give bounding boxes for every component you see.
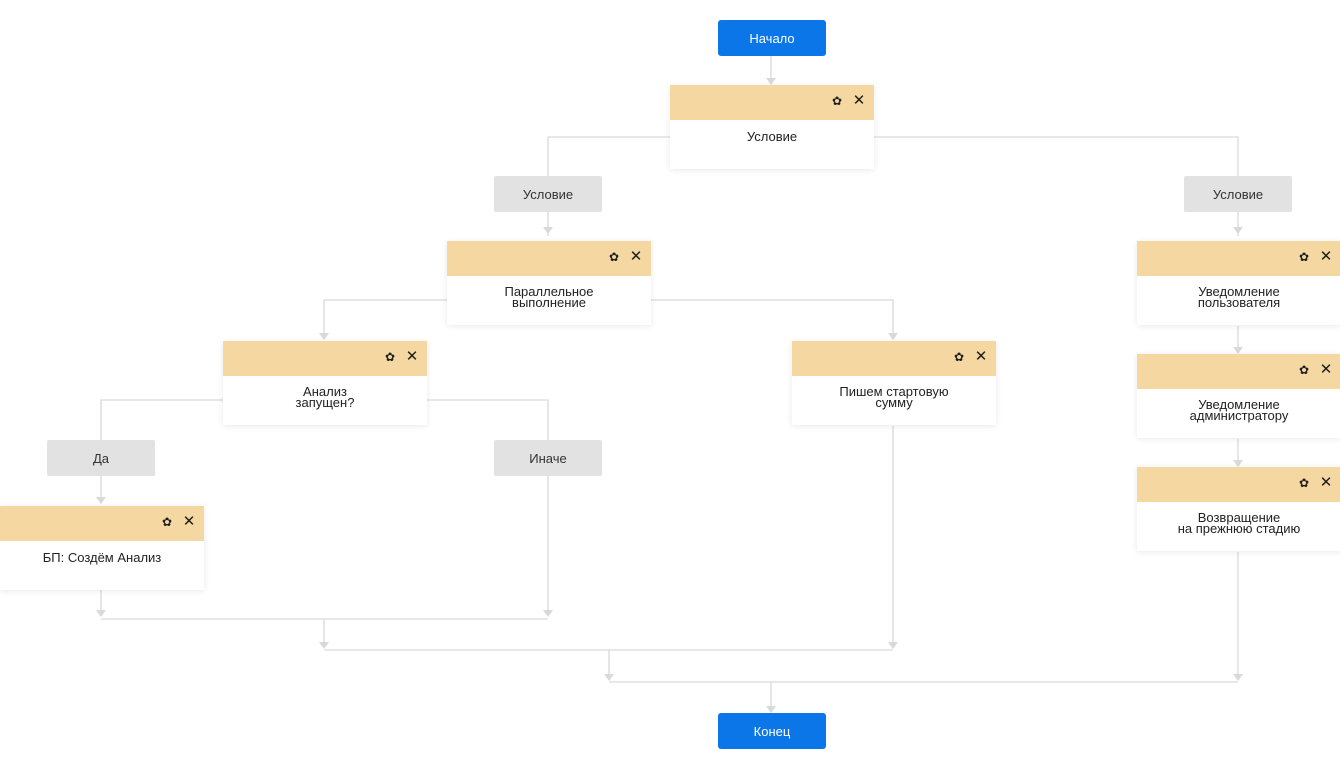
close-icon[interactable]: ✕ [405,348,419,365]
block-title: БП: Создём Анализ [42,550,162,565]
block-title: Возвращение на прежнюю стадию [1177,510,1301,536]
notify-user-block[interactable]: ✿ ✕ Уведомление пользователя [1137,241,1340,325]
branch-yes[interactable]: Да [47,440,155,476]
block-header: ✿ ✕ [447,241,651,276]
close-icon[interactable]: ✕ [974,348,988,365]
branch-condition-right[interactable]: Условие [1184,176,1292,212]
condition-block[interactable]: ✿ ✕ Условие [670,85,874,169]
gear-icon[interactable]: ✿ [608,250,620,264]
block-title: Пишем стартовую сумму [839,384,949,410]
block-header: ✿ ✕ [792,341,996,376]
close-icon[interactable]: ✕ [182,513,196,530]
notify-admin-block[interactable]: ✿ ✕ Уведомление администратору [1137,354,1340,438]
block-header: ✿ ✕ [223,341,427,376]
block-title: Параллельное выполнение [504,284,594,310]
block-header: ✿ ✕ [0,506,204,541]
close-icon[interactable]: ✕ [629,248,643,265]
start-sum-block[interactable]: ✿ ✕ Пишем стартовую сумму [792,341,996,425]
block-title: Уведомление пользователя [1197,284,1281,310]
gear-icon[interactable]: ✿ [953,350,965,364]
gear-icon[interactable]: ✿ [1298,363,1310,377]
block-header: ✿ ✕ [670,85,874,120]
gear-icon[interactable]: ✿ [831,94,843,108]
close-icon[interactable]: ✕ [1319,361,1333,378]
branch-condition-left[interactable]: Условие [494,176,602,212]
analysis-running-block[interactable]: ✿ ✕ Анализ запущен? [223,341,427,425]
end-node[interactable]: Конец [718,713,826,749]
block-header: ✿ ✕ [1137,467,1340,502]
block-title: Уведомление администратору [1189,397,1289,423]
close-icon[interactable]: ✕ [852,92,866,109]
parallel-block[interactable]: ✿ ✕ Параллельное выполнение [447,241,651,325]
block-title: Анализ запущен? [295,384,355,410]
block-header: ✿ ✕ [1137,241,1340,276]
block-header: ✿ ✕ [1137,354,1340,389]
create-analysis-block[interactable]: ✿ ✕ БП: Создём Анализ [0,506,204,590]
gear-icon[interactable]: ✿ [384,350,396,364]
start-node[interactable]: Начало [718,20,826,56]
close-icon[interactable]: ✕ [1319,248,1333,265]
branch-else[interactable]: Иначе [494,440,602,476]
gear-icon[interactable]: ✿ [161,515,173,529]
block-title: Условие [746,129,798,144]
return-stage-block[interactable]: ✿ ✕ Возвращение на прежнюю стадию [1137,467,1340,551]
gear-icon[interactable]: ✿ [1298,476,1310,490]
close-icon[interactable]: ✕ [1319,474,1333,491]
gear-icon[interactable]: ✿ [1298,250,1310,264]
